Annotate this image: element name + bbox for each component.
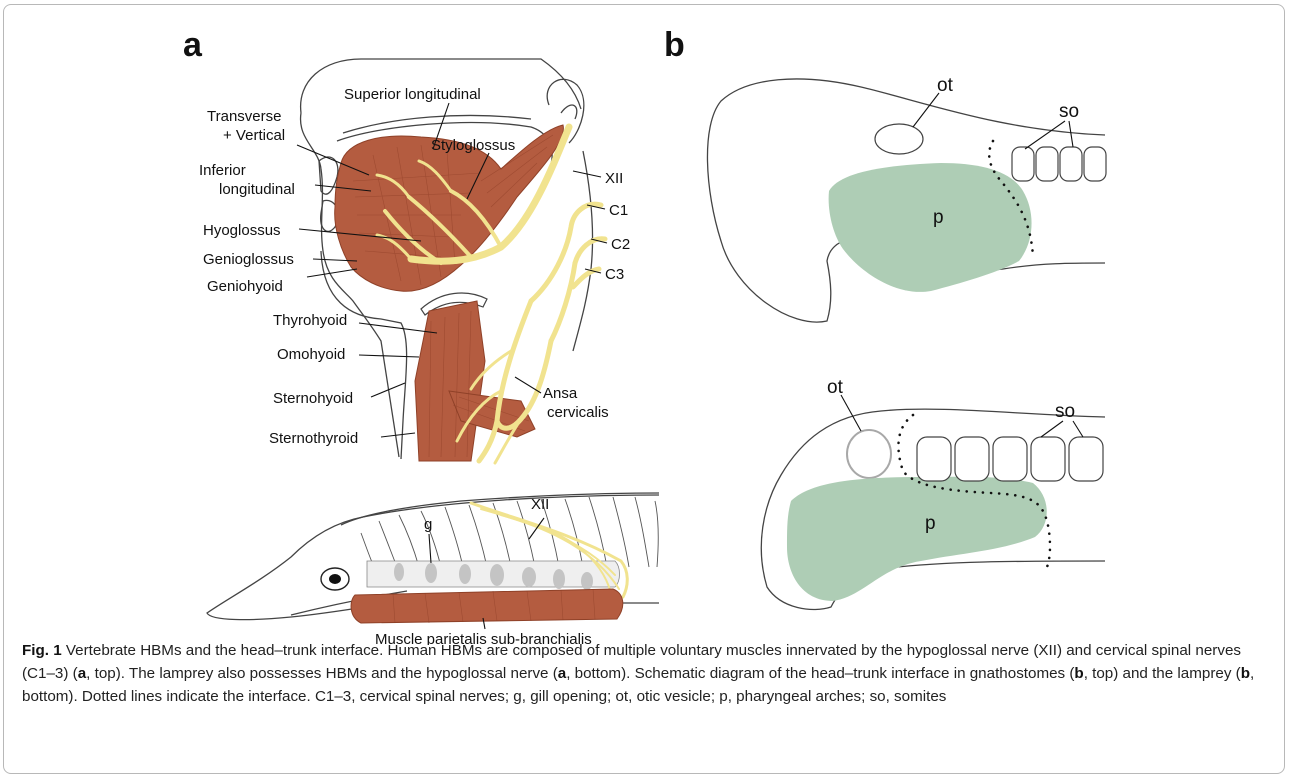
label-lamprey-xii: XII: [531, 496, 549, 513]
caption-text-2: , top). The lamprey also possesses HBMs …: [86, 665, 558, 682]
caption-bold-a-2: a: [558, 665, 566, 682]
lamprey-embryo: ot so p: [761, 377, 1105, 610]
label-superior-longitudinal: Superior longitudinal: [344, 86, 481, 103]
label-c3: C3: [605, 266, 624, 283]
label-longitudinal: longitudinal: [219, 181, 295, 198]
label-g: g: [424, 516, 432, 533]
muscle-parietalis-sub-branchialis: [351, 589, 623, 623]
lamprey-pupil: [329, 574, 341, 584]
label-cervicalis: cervicalis: [547, 404, 609, 421]
top-pharyngeal-arches: [829, 163, 1032, 292]
leader-geniohyoid: [307, 269, 357, 277]
bottom-leader-ot: [841, 395, 861, 431]
panel-b-letter: b: [664, 26, 685, 64]
label-thyrohyoid: Thyrohyoid: [273, 312, 347, 329]
label-hyoglossus: Hyoglossus: [203, 222, 281, 239]
leader-sternothyroid: [381, 433, 415, 437]
top-label-so: so: [1059, 101, 1079, 122]
label-c2: C2: [611, 236, 630, 253]
label-genioglossus: Genioglossus: [203, 251, 294, 268]
caption-bold-a-1: a: [78, 665, 86, 682]
thyrohyoid-muscle: [415, 301, 485, 461]
lamprey-dorsal-outline: [341, 493, 659, 525]
top-label-ot: ot: [937, 75, 954, 96]
bottom-label-so: so: [1055, 401, 1075, 422]
label-geniohyoid: Geniohyoid: [207, 278, 283, 295]
figure-1-illustration: a: [4, 5, 1285, 645]
top-leader-ot: [913, 93, 939, 127]
label-sternohyoid: Sternohyoid: [273, 390, 353, 407]
bottom-otic-vesicle: [847, 430, 891, 478]
top-label-p: p: [933, 207, 944, 228]
caption-text-4: , top) and the lamprey (: [1084, 665, 1241, 682]
panel-b-diagram: b ot so p: [664, 26, 1106, 610]
label-omohyoid: Omohyoid: [277, 346, 345, 363]
label-inferior: Inferior: [199, 162, 246, 179]
top-otic-vesicle: [875, 124, 923, 154]
figure-caption: Fig. 1 Vertebrate HBMs and the head–trun…: [22, 639, 1262, 708]
label-sternothyroid: Sternothyroid: [269, 430, 358, 447]
leader-g: [429, 534, 431, 563]
caption-bold-b-2: b: [1241, 665, 1250, 682]
leader-omohyoid: [359, 355, 419, 357]
top-somites: [1012, 147, 1106, 181]
bottom-label-p: p: [925, 513, 936, 534]
bottom-label-ot: ot: [827, 377, 844, 398]
caption-bold-b-1: b: [1074, 665, 1083, 682]
caption-text-3: , bottom). Schematic diagram of the head…: [566, 665, 1074, 682]
panel-a-human-diagram: a: [183, 26, 630, 463]
label-c1: C1: [609, 202, 628, 219]
panel-a-letter: a: [183, 26, 203, 64]
panel-a-lamprey-diagram: g XII Muscle parietalis sub-branchialis: [207, 493, 659, 645]
label-transverse: Transverse: [207, 108, 281, 125]
top-leader-so: [1025, 121, 1073, 149]
label-xii-human: XII: [605, 170, 623, 187]
label-vertical: + Vertical: [223, 127, 285, 144]
bottom-leader-so: [1041, 421, 1083, 437]
bottom-somites: [917, 437, 1103, 481]
caption-fig-label: Fig. 1: [22, 642, 62, 659]
label-ansa: Ansa: [543, 385, 578, 402]
label-styloglossus: Styloglossus: [431, 137, 515, 154]
gnathostome-embryo: ot so p: [707, 75, 1106, 322]
cervical-nerves: [531, 204, 605, 341]
